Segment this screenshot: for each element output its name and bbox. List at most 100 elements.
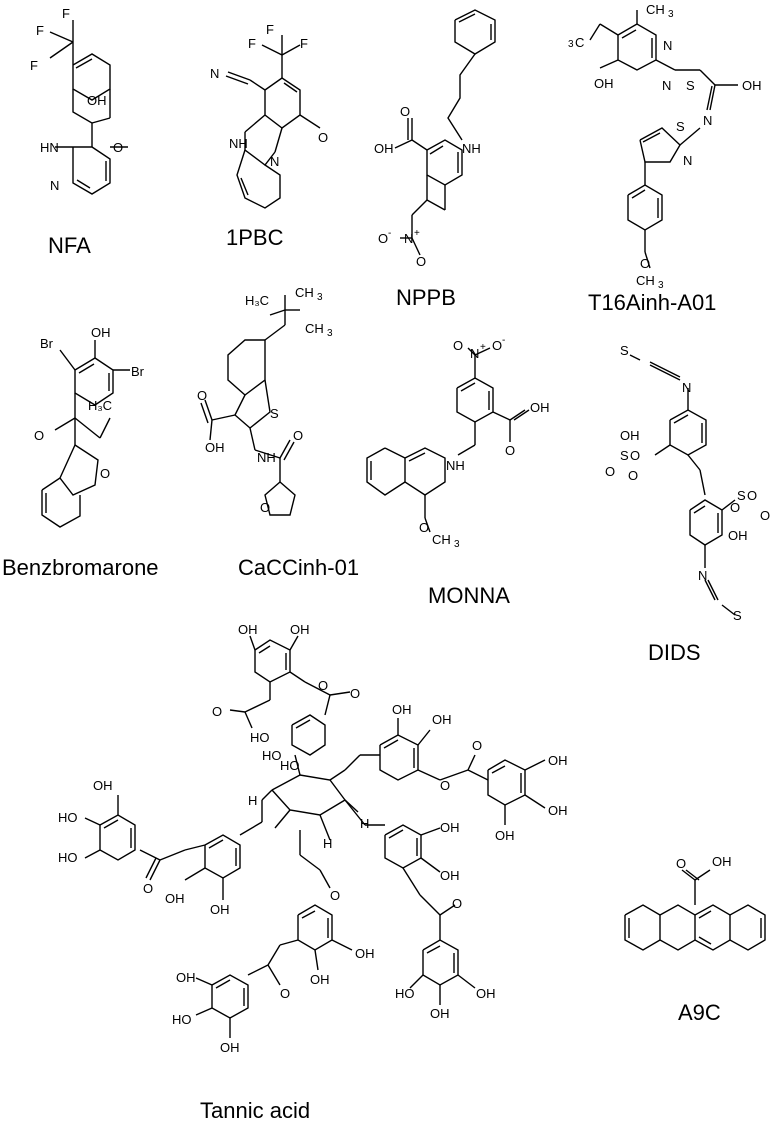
cacc-sub-3-top: 3: [317, 292, 323, 303]
cacc-sub-3-right: 3: [327, 328, 333, 339]
t16-sub-3-bottom: 3: [658, 280, 664, 291]
t16-atom-c-left: C: [575, 35, 584, 50]
dids-atom-o3: O: [628, 468, 638, 483]
tannic-atom-h-1: H: [248, 793, 257, 808]
monna-atom-o-methoxy: O: [419, 520, 429, 535]
monna-sub-3: 3: [454, 539, 460, 550]
nfa-atom-n: N: [50, 178, 59, 193]
benz-atom-o-ketone: O: [34, 428, 44, 443]
structure-benzbromarone: Br OH Br H₃C O O Benzbromarone: [2, 325, 159, 580]
t16-atom-oh2: OH: [742, 78, 762, 93]
cacc-atom-nh: NH: [257, 450, 276, 465]
dids-atom-n1: N: [682, 380, 691, 395]
monna-atom-n-plus: N: [470, 346, 479, 361]
compound-name-nfa: NFA: [48, 233, 91, 258]
1pbc-atom-f1: F: [266, 22, 274, 37]
benz-atom-h3c: H₃C: [88, 398, 112, 413]
structure-nfa: F F F OH HN O N NFA: [30, 6, 128, 258]
tannic-atom-ho-3: HO: [280, 758, 300, 773]
tannic-atom-ho-5: HO: [58, 810, 78, 825]
tannic-atom-o-8: O: [330, 888, 340, 903]
tannic-atom-oh-4: OH: [432, 712, 452, 727]
tannic-atom-oh-6: OH: [548, 803, 568, 818]
nppb-atom-o-minus: O: [378, 231, 388, 246]
structure-nppb: O OH NH O - N + O NPPB: [374, 9, 496, 310]
structure-dids: S N OH S O O O O S O O OH N S DIDS: [605, 343, 770, 665]
dids-atom-s2: S: [733, 608, 742, 623]
compound-name-monna: MONNA: [428, 583, 510, 608]
a9c-atom-oh: OH: [712, 854, 732, 869]
t16-sub-3-left: 3: [568, 39, 574, 50]
tannic-atom-h-3: H: [323, 836, 332, 851]
t16-atom-oh: OH: [594, 76, 614, 91]
benz-atom-oh: OH: [91, 325, 111, 340]
structure-monna: O N + O - OH O NH O CH 3 MONNA: [366, 335, 550, 608]
tannic-atom-oh-15: OH: [355, 946, 375, 961]
tannic-atom-o-5: O: [440, 778, 450, 793]
t16-atom-n1: N: [663, 38, 672, 53]
structure-caccinh: CH 3 H₃C CH 3 O OH S NH O O CaCCinh-01: [197, 285, 359, 580]
tannic-atom-ho-4: HO: [395, 986, 415, 1001]
nfa-atom-oh: OH: [87, 93, 107, 108]
t16-atom-n2: N: [662, 78, 671, 93]
benz-atom-br1: Br: [40, 336, 54, 351]
tannic-atom-o-7: O: [143, 881, 153, 896]
dids-atom-o4: O: [730, 500, 740, 515]
nfa-atom-hn: HN: [40, 140, 59, 155]
nfa-atom-f3: F: [30, 58, 38, 73]
cacc-atom-o-furan: O: [260, 500, 270, 515]
monna-atom-o: O: [505, 443, 515, 458]
t16-atom-o: O: [640, 256, 650, 271]
1pbc-atom-o: O: [318, 130, 328, 145]
t16-atom-s2: S: [676, 119, 685, 134]
nppb-atom-o2: O: [416, 254, 426, 269]
cacc-atom-oh: OH: [205, 440, 225, 455]
t16-atom-ch3-bottom: CH: [636, 273, 655, 288]
benz-atom-br2: Br: [131, 364, 145, 379]
monna-atom-oh: OH: [530, 400, 550, 415]
dids-atom-oh1: OH: [620, 428, 640, 443]
t16-atom-s1: S: [686, 78, 695, 93]
compound-name-benzbromarone: Benzbromarone: [2, 555, 159, 580]
t16-atom-n3: N: [703, 113, 712, 128]
tannic-atom-ho-1: HO: [250, 730, 270, 745]
nppb-atom-oh: OH: [374, 141, 394, 156]
compound-name-caccinh-01: CaCCinh-01: [238, 555, 359, 580]
1pbc-atom-nh: NH: [229, 136, 248, 151]
dids-atom-n2: N: [698, 568, 707, 583]
t16-atom-ch3-top: CH: [646, 2, 665, 17]
structure-t16: CH 3 3 C N N OH S OH N S N O CH 3 T16Ain…: [568, 2, 762, 315]
a9c-atom-o: O: [676, 856, 686, 871]
t16-atom-n4: N: [683, 153, 692, 168]
tannic-atom-oh-1: OH: [238, 622, 258, 637]
compound-name-t16ainh-a01: T16Ainh-A01: [588, 290, 716, 315]
dids-atom-o6: O: [760, 508, 770, 523]
tannic-atom-ho-2: HO: [262, 748, 282, 763]
compound-name-nppb: NPPB: [396, 285, 456, 310]
compound-name-tannic-acid: Tannic acid: [200, 1098, 310, 1123]
tannic-atom-oh-7: OH: [495, 828, 515, 843]
monna-charge-plus: +: [480, 342, 486, 353]
nppb-charge-plus: +: [414, 228, 420, 239]
tannic-atom-oh-12: OH: [93, 778, 113, 793]
compound-name-dids: DIDS: [648, 640, 701, 665]
tannic-atom-oh-2: OH: [290, 622, 310, 637]
cacc-atom-o: O: [197, 388, 207, 403]
structure-1pbc: F F F N O NH N 1PBC: [210, 22, 328, 250]
tannic-atom-oh-3: OH: [392, 702, 412, 717]
tannic-atom-o-3: O: [212, 704, 222, 719]
tannic-atom-oh-11: OH: [430, 1006, 450, 1021]
monna-atom-nh: NH: [446, 458, 465, 473]
monna-atom-ch3: CH: [432, 532, 451, 547]
nppb-atom-n-plus: N: [404, 231, 413, 246]
tannic-atom-h-2: H: [360, 816, 369, 831]
tannic-atom-oh-18: OH: [220, 1040, 240, 1055]
tannic-atom-oh-5: OH: [548, 753, 568, 768]
monna-atom-o-minus: O: [492, 338, 502, 353]
cacc-atom-ch3-top: CH: [295, 285, 314, 300]
structure-a9c: O OH A9C: [624, 854, 766, 1025]
tannic-atom-oh-9: OH: [440, 868, 460, 883]
cacc-atom-o2: O: [293, 428, 303, 443]
1pbc-atom-f3: F: [300, 36, 308, 51]
